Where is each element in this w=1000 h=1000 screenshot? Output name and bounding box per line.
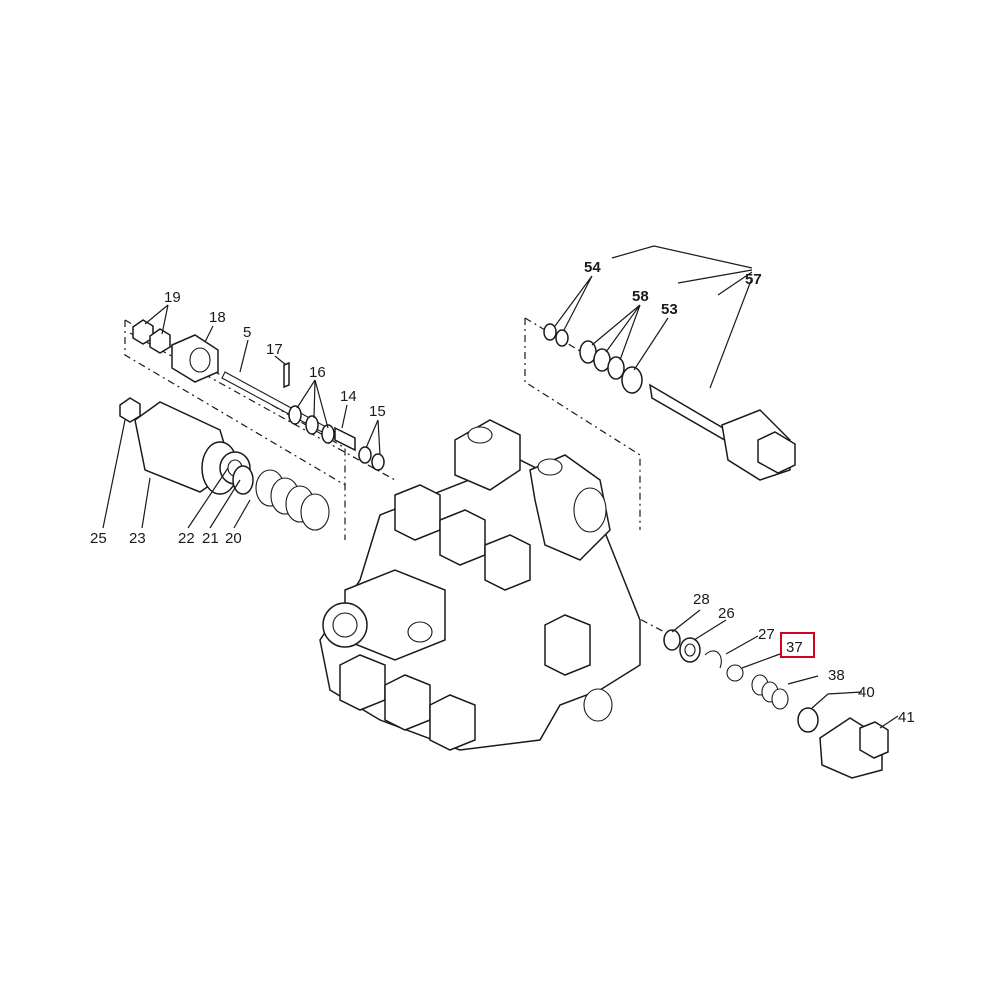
callout-26: 26 (718, 605, 735, 622)
right-assembly-parts (543, 323, 796, 481)
callout-27: 27 (758, 626, 775, 643)
highlight-box-37 (780, 632, 815, 658)
valve-body (319, 419, 641, 751)
callout-labels: 19 18 5 17 16 14 15 25 23 22 21 20 54 58… (90, 259, 915, 726)
callout-5: 5 (243, 324, 251, 341)
callout-21: 21 (202, 530, 219, 547)
callout-37: 37 (786, 639, 803, 656)
callout-15: 15 (369, 403, 386, 420)
left-assembly-parts (119, 319, 385, 531)
callout-16: 16 (309, 364, 326, 381)
callout-22: 22 (178, 530, 195, 547)
callout-40: 40 (858, 684, 875, 701)
callout-38: 38 (828, 667, 845, 684)
callout-20: 20 (225, 530, 242, 547)
callout-17: 17 (266, 341, 283, 358)
callout-14: 14 (340, 388, 357, 405)
callout-19: 19 (164, 289, 181, 306)
callout-23: 23 (129, 530, 146, 547)
callout-41: 41 (898, 709, 915, 726)
right-port-parts (663, 629, 889, 779)
callout-53: 53 (661, 301, 678, 318)
callout-28: 28 (693, 591, 710, 608)
leader-lines (102, 245, 899, 729)
callout-57: 57 (745, 271, 762, 288)
right-port-frame (595, 595, 673, 637)
callout-54: 54 (584, 259, 601, 276)
callout-25: 25 (90, 530, 107, 547)
callout-58: 58 (632, 288, 649, 305)
callout-18: 18 (209, 309, 226, 326)
right-assembly-frame (524, 317, 641, 530)
